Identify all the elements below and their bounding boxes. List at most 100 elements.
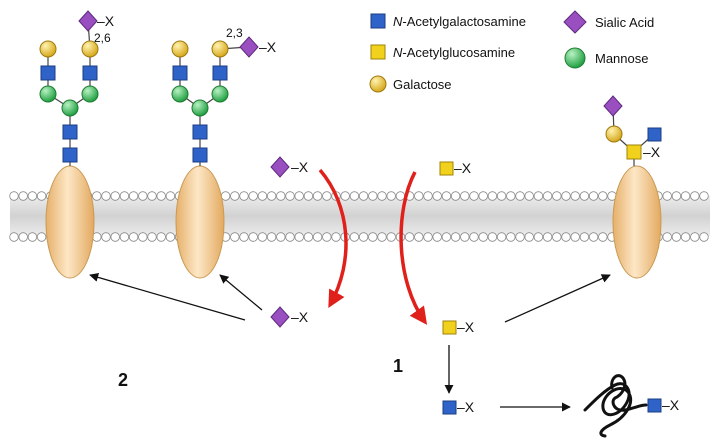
lipid-head-group bbox=[561, 191, 571, 201]
free-sialic-acid-top: –X bbox=[270, 156, 309, 178]
lipid-head-group bbox=[404, 232, 415, 242]
lipid-head-group bbox=[690, 232, 700, 242]
lipid-head-group bbox=[257, 191, 268, 201]
lipid-head-group bbox=[496, 191, 507, 201]
lipid-head-group bbox=[110, 191, 120, 201]
linkage-label-2-3: 2,3 bbox=[226, 26, 243, 40]
substituent-x-label: –X bbox=[97, 13, 115, 29]
lipid-head-group bbox=[27, 191, 38, 201]
lipid-head-group bbox=[506, 191, 516, 201]
lipid-head-group bbox=[561, 232, 571, 242]
glcnac-square-icon bbox=[439, 161, 454, 176]
lipid-head-group bbox=[469, 232, 479, 242]
substituent-x-label: –X bbox=[454, 160, 472, 176]
lipid-head-group bbox=[432, 191, 442, 201]
lipid-head-group bbox=[699, 232, 709, 242]
lipid-head-group bbox=[358, 232, 369, 242]
lipid-head-group bbox=[276, 191, 286, 201]
lipid-head-group bbox=[119, 191, 130, 201]
lipid-head-group bbox=[276, 232, 286, 242]
lipid-head-group bbox=[533, 191, 544, 201]
legend-label-galnac-prefix: N bbox=[393, 14, 403, 29]
lipid-head-group bbox=[165, 191, 176, 201]
legend-item-galnac: N-Acetylgalactosamine bbox=[370, 13, 526, 29]
lipid-head-group bbox=[386, 191, 396, 201]
lipid-head-group bbox=[524, 191, 534, 201]
legend-label-sialic-acid: Sialic Acid bbox=[595, 15, 654, 30]
lipid-head-group bbox=[542, 232, 553, 242]
lipid-head-group bbox=[368, 232, 378, 242]
lipid-head-group bbox=[432, 232, 442, 242]
substituent-x-label: –X bbox=[291, 309, 309, 325]
lipid-head-group bbox=[588, 191, 599, 201]
lipid-head-group bbox=[386, 232, 396, 242]
mannose-circle-icon bbox=[61, 99, 79, 117]
galnac-square-icon bbox=[647, 398, 662, 413]
lipid-head-group bbox=[671, 232, 682, 242]
lipid-head-group bbox=[690, 191, 700, 201]
membrane-protein-1 bbox=[45, 165, 95, 279]
galactose-circle-icon bbox=[171, 40, 189, 58]
lipid-head-group bbox=[340, 191, 350, 201]
substituent-x-label: –X bbox=[662, 397, 680, 413]
legend: N-Acetylgalactosamine N-Acetylglucosamin… bbox=[369, 10, 654, 93]
galnac-square-icon bbox=[212, 65, 228, 81]
lipid-head-group bbox=[368, 191, 378, 201]
glycan-chain-2-3: –X 2,3 bbox=[171, 26, 277, 166]
galactose-circle-icon bbox=[211, 40, 229, 58]
lipid-head-group bbox=[699, 191, 709, 201]
sialic-acid-diamond-icon bbox=[239, 36, 259, 58]
lipid-head-group bbox=[478, 191, 488, 201]
cell-membrane bbox=[9, 191, 710, 242]
glcnac-square-icon bbox=[626, 144, 642, 160]
galnac-square-icon bbox=[82, 65, 98, 81]
mannose-circle-icon bbox=[564, 47, 586, 69]
pathway-number-1: 1 bbox=[393, 356, 403, 376]
lipid-head-group bbox=[18, 191, 28, 201]
lipid-head-group bbox=[533, 232, 544, 242]
substituent-x-label: –X bbox=[643, 144, 661, 160]
misfolded-protein-icon bbox=[583, 374, 648, 438]
pathway-number-2: 2 bbox=[118, 370, 128, 390]
lipid-head-group bbox=[487, 232, 498, 242]
sialic-acid-diamond-icon bbox=[563, 10, 587, 34]
glcnac-square-icon bbox=[370, 44, 386, 60]
lipid-head-group bbox=[515, 232, 525, 242]
lipid-head-group bbox=[156, 232, 166, 242]
galactose-circle-icon bbox=[605, 125, 623, 143]
lipid-head-group bbox=[423, 232, 433, 242]
lipid-head-group bbox=[294, 232, 304, 242]
lipid-head-group bbox=[358, 191, 369, 201]
lipid-head-group bbox=[598, 191, 608, 201]
glycan-chain-2-6: –X 2,6 bbox=[39, 10, 115, 166]
lipid-head-group bbox=[478, 232, 488, 242]
lipid-head-group bbox=[239, 232, 249, 242]
legend-label-galnac-rest: -Acetylgalactosamine bbox=[402, 14, 526, 29]
lipid-head-group bbox=[414, 232, 424, 242]
lipid-head-group bbox=[128, 232, 139, 242]
lipid-head-group bbox=[496, 232, 507, 242]
lipid-head-group bbox=[671, 191, 682, 201]
legend-item-mannose: Mannose bbox=[564, 47, 648, 69]
lipid-head-group bbox=[680, 191, 691, 201]
free-galnac-bottom: –X bbox=[442, 399, 475, 415]
galnac-square-icon bbox=[647, 127, 662, 142]
galnac-square-icon bbox=[192, 124, 208, 140]
lipid-head-group bbox=[515, 191, 525, 201]
lipid-head-group bbox=[570, 191, 580, 201]
lipid-head-group bbox=[450, 191, 461, 201]
substituent-x-label: –X bbox=[457, 319, 475, 335]
lipid-head-group bbox=[266, 232, 277, 242]
lipid-head-group bbox=[579, 232, 590, 242]
galnac-square-icon bbox=[62, 147, 78, 163]
lipid-head-group bbox=[230, 191, 240, 201]
lipid-head-group bbox=[588, 232, 599, 242]
lipid-head-group bbox=[147, 232, 157, 242]
lipid-head-group bbox=[220, 191, 231, 201]
legend-label-glcnac: N-Acetylglucosamine bbox=[393, 45, 515, 60]
lipid-head-group bbox=[294, 191, 304, 201]
lipid-head-group bbox=[423, 191, 433, 201]
lipid-head-group bbox=[248, 191, 258, 201]
